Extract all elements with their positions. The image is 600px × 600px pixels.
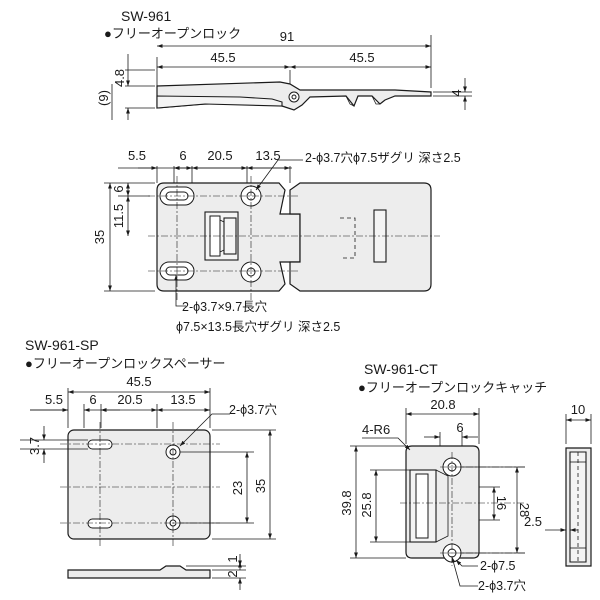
dim-5-5: 5.5 (128, 148, 146, 163)
ct-counterbore-note: 2-ϕ7.5 (480, 559, 516, 573)
sw961-hole-note: 2-ϕ3.7穴ϕ7.5ザグリ 深さ2.5 (305, 150, 461, 165)
ct-hole-note: 2-ϕ3.7穴 (478, 578, 526, 593)
dim-right-half: 45.5 (349, 50, 374, 65)
sw961ct-drawing (350, 408, 592, 587)
sp-hole-note: 2-ϕ3.7穴 (229, 402, 277, 417)
sw961sp-model-label: SW-961-SP (25, 337, 99, 353)
sp-dim-13-5: 13.5 (170, 392, 195, 407)
sp-dim-20-5: 20.5 (117, 392, 142, 407)
sw961sp-drawing (20, 388, 276, 590)
dim-20-5: 20.5 (207, 148, 232, 163)
sw961-product-name: ●フリーオープンロック (104, 26, 241, 41)
dim-13-5: 13.5 (255, 148, 280, 163)
ct-dim-2-5: 2.5 (524, 514, 542, 529)
dim-thickness-4-8: 4.8 (112, 69, 127, 87)
sp-dim-35: 35 (253, 479, 268, 493)
ct-dim-10: 10 (571, 402, 585, 417)
ct-dim-28: 28 (517, 503, 532, 517)
ct-dim-39-8: 39.8 (339, 490, 354, 515)
sp-dim-3-7: 3.7 (27, 437, 42, 455)
dim-6-vertical: 6 (111, 185, 126, 192)
ct-dim-6: 6 (456, 420, 463, 435)
ct-dim-4-r6: 4-R6 (362, 422, 390, 437)
sw961-model-label: SW-961 (121, 8, 172, 24)
dim-width-35: 35 (92, 230, 107, 244)
sw961ct-product-name: ●フリーオープンロックキャッチ (358, 380, 547, 395)
sp-dim-2: 2 (225, 570, 240, 577)
ct-dim-25-8: 25.8 (359, 492, 374, 517)
sw961sp-product-name: ●フリーオープンロックスペーサー (25, 356, 226, 371)
sw961-top-view (104, 159, 440, 307)
sp-dim-23: 23 (230, 481, 245, 495)
sw961-side-view (111, 35, 472, 120)
sp-dim-1: 1 (225, 555, 240, 562)
dim-height-9: (9) (96, 90, 111, 106)
sw961ct-model-label: SW-961-CT (364, 361, 438, 377)
dim-11-5: 11.5 (111, 204, 126, 228)
sp-dim-6: 6 (89, 392, 96, 407)
sp-dim-45-5: 45.5 (126, 374, 151, 389)
sw961-slot-note-1: 2-ϕ3.7×9.7長穴 (182, 299, 268, 314)
dim-plate-4: 4 (449, 89, 464, 96)
dim-overall-length: 91 (280, 29, 294, 44)
sw961-slot-note-2: ϕ7.5×13.5長穴ザグリ 深さ2.5 (176, 319, 340, 334)
sp-dim-5-5: 5.5 (45, 392, 63, 407)
ct-dim-16: 16 (494, 496, 509, 510)
dim-left-half: 45.5 (210, 50, 235, 65)
dim-6: 6 (179, 148, 186, 163)
ct-dim-20-8: 20.8 (430, 397, 455, 412)
